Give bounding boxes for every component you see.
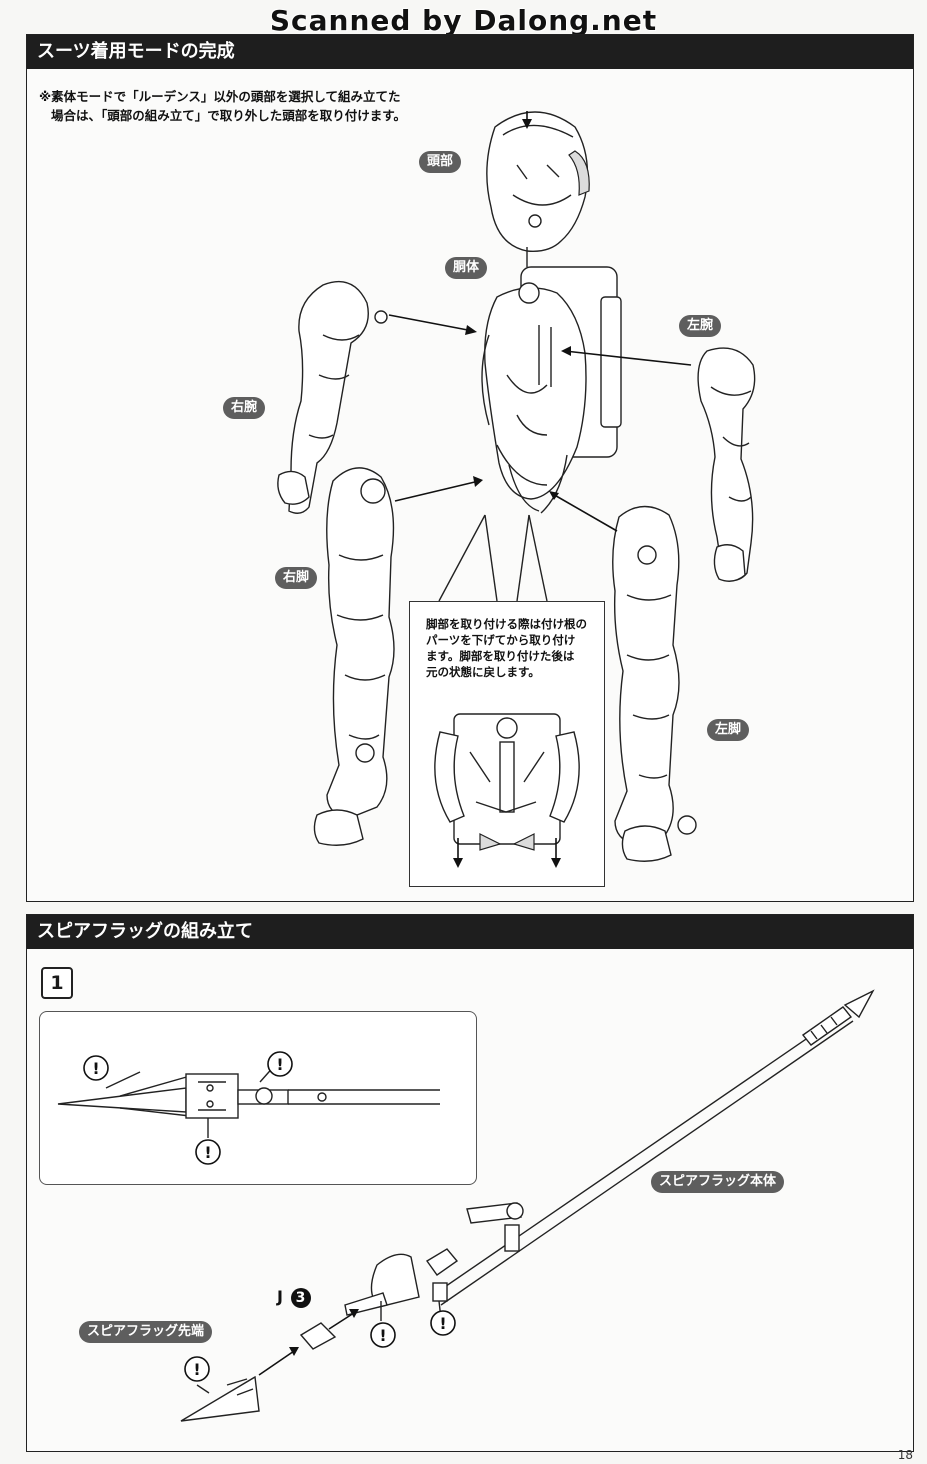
detail-illustration: ! ! ! — [57, 1051, 440, 1165]
label-left-arm: 左腕 — [679, 315, 722, 337]
label-spear-body: スピアフラッグ本体 — [651, 1171, 785, 1193]
section-title: スーツ着用モードの完成 — [27, 35, 913, 69]
callout-line-2: パーツを下げてから取り付け — [426, 633, 576, 647]
svg-text:!: ! — [193, 1360, 200, 1379]
callout-line-1: 脚部を取り付ける際は付け根の — [426, 617, 587, 631]
warning-icon: ! — [184, 1356, 210, 1382]
section-spear-flag: スピアフラッグの組み立て 1 ! ! — [26, 914, 914, 1452]
warning-icon: ! — [195, 1139, 221, 1165]
callout-line-3: ます。脚部を取り付けた後は — [426, 649, 575, 663]
callout-illustration — [434, 713, 580, 868]
spear-illustration: ! ! ! — [180, 989, 875, 1422]
svg-text:!: ! — [204, 1143, 211, 1162]
note-line-2: 場合は、「頭部の組み立て」で取り外した頭部を取り付けます。 — [51, 108, 407, 123]
page-number: 18 — [897, 1448, 913, 1462]
part-code: J 3 — [277, 1287, 311, 1308]
label-spear-tip: スピアフラッグ先端 — [79, 1321, 213, 1343]
warning-icon: ! — [267, 1051, 293, 1077]
label-left-leg: 左脚 — [707, 719, 750, 741]
head-part — [486, 111, 590, 267]
label-right-arm: 右腕 — [223, 397, 266, 419]
label-head: 頭部 — [419, 151, 462, 173]
section-title: スピアフラッグの組み立て — [27, 915, 913, 949]
section-suit-mode: スーツ着用モードの完成 ※素体モードで「ルーデンス」以外の頭部を選択して組み立て… — [26, 34, 914, 902]
svg-text:!: ! — [439, 1314, 446, 1333]
warning-icon: ! — [370, 1322, 396, 1348]
right-leg-part — [313, 467, 395, 846]
scan-credit: Scanned by Dalong.net — [269, 4, 658, 37]
svg-text:!: ! — [92, 1059, 99, 1078]
part-code-letter: J — [277, 1287, 283, 1306]
torso-part — [481, 266, 622, 514]
right-arm-part — [277, 280, 388, 514]
callout-line-4: 元の状態に戻します。 — [426, 665, 540, 679]
label-right-leg: 右脚 — [275, 567, 318, 589]
note-line-1: ※素体モードで「ルーデンス」以外の頭部を選択して組み立てた — [39, 89, 401, 104]
detail-inset: ! ! ! — [39, 1011, 477, 1185]
svg-text:!: ! — [276, 1055, 283, 1074]
part-code-number: 3 — [290, 1288, 311, 1308]
assembly-arrows — [388, 111, 692, 602]
left-arm-part — [697, 347, 756, 582]
assembly-illustration — [277, 111, 756, 862]
leg-attach-callout: 脚部を取り付ける際は付け根の パーツを下げてから取り付け ます。脚部を取り付けた… — [409, 601, 605, 887]
svg-text:!: ! — [379, 1326, 386, 1345]
left-leg-part — [612, 505, 697, 862]
step-number: 1 — [41, 967, 73, 999]
warning-icon: ! — [430, 1310, 456, 1336]
label-torso: 胴体 — [445, 257, 488, 279]
warning-icon: ! — [83, 1055, 109, 1081]
